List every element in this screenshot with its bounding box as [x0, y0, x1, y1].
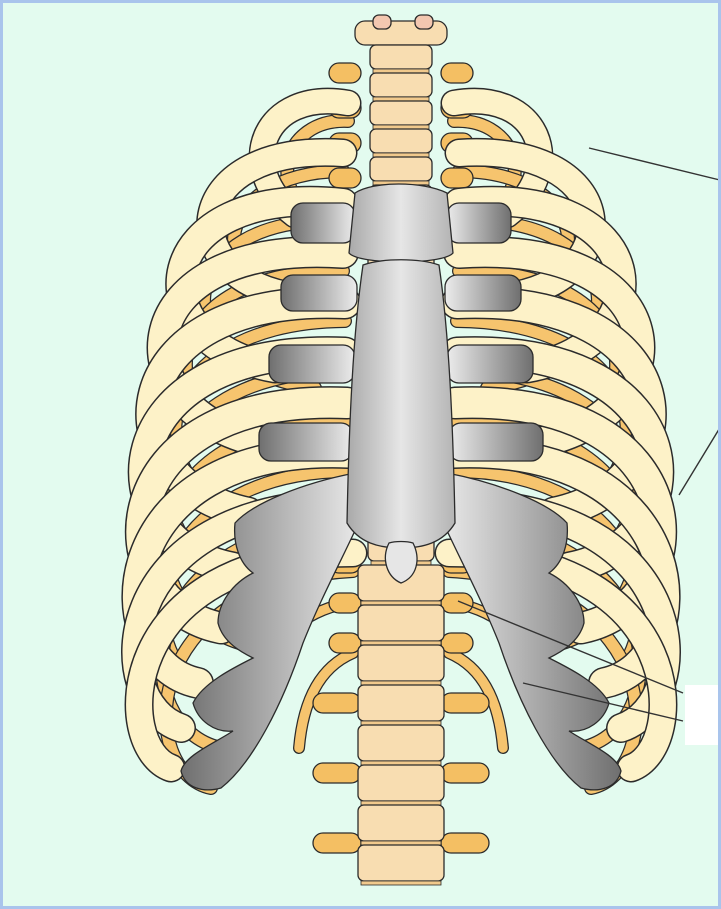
- vertebra-body-3: [370, 101, 432, 125]
- vertebra-body-20: [358, 645, 444, 681]
- transverse-process-7-left: [329, 633, 361, 653]
- transverse-process-9-right: [441, 763, 489, 783]
- transverse-process-7-right: [441, 633, 473, 653]
- costal-cartilage-1-left: [291, 203, 355, 243]
- sternum: [347, 184, 455, 583]
- vertebra-body-23: [358, 765, 444, 801]
- thoracic-cage-diagram: [3, 3, 721, 909]
- transverse-process-1-left: [329, 63, 361, 83]
- costal-cartilage-4-left: [259, 423, 353, 461]
- transverse-process-8-right: [441, 693, 489, 713]
- transverse-process-4-right: [441, 168, 473, 188]
- transverse-process-6-right: [441, 593, 473, 613]
- costal-cartilage-2-left: [281, 275, 357, 311]
- sternal-body: [347, 260, 455, 548]
- manubrium: [349, 184, 453, 262]
- intervertebral-disc-25: [361, 881, 441, 885]
- vertebra-body-24: [358, 805, 444, 841]
- vertebra-body-2: [370, 73, 432, 97]
- transverse-process-10-left: [313, 833, 361, 853]
- vertebra-body-5: [370, 157, 432, 181]
- vertebra-body-25: [358, 845, 444, 881]
- label-box: [685, 685, 721, 745]
- vertebra-body-21: [358, 685, 444, 721]
- costal-cartilage-3-left: [269, 345, 355, 383]
- vertebra-body-22: [358, 725, 444, 761]
- transverse-process-4-left: [329, 168, 361, 188]
- costal-cartilage-1-right: [447, 203, 511, 243]
- transverse-process-10-right: [441, 833, 489, 853]
- transverse-process-6-left: [329, 593, 361, 613]
- spinous-tip-left: [373, 15, 391, 29]
- vertebra-body-1: [370, 45, 432, 69]
- costal-cartilage-2-right: [445, 275, 521, 311]
- costal-cartilage-3-right: [447, 345, 533, 383]
- transverse-process-8-left: [313, 693, 361, 713]
- costal-cartilage-4-right: [449, 423, 543, 461]
- transverse-process-9-left: [313, 763, 361, 783]
- vertebra-body-19: [358, 605, 444, 641]
- vertebra-body-4: [370, 129, 432, 153]
- transverse-process-1-right: [441, 63, 473, 83]
- spinous-tip-right: [415, 15, 433, 29]
